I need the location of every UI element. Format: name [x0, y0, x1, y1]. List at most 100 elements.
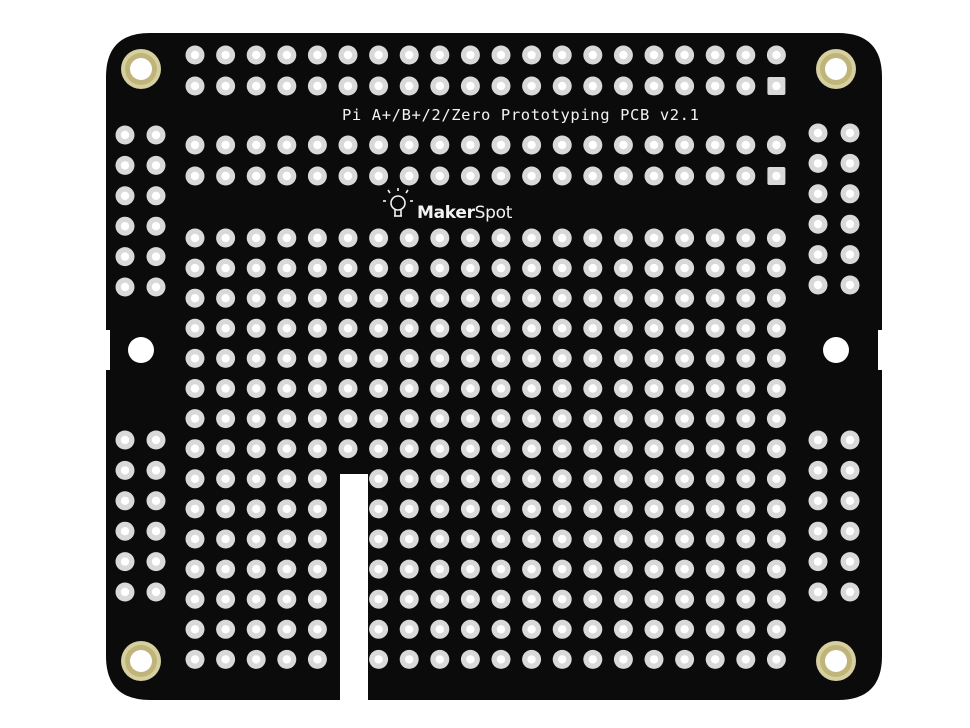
proto-pad	[460, 288, 480, 308]
side-pad	[808, 430, 828, 450]
proto-pad	[216, 258, 236, 278]
proto-pad	[430, 469, 450, 489]
proto-pad	[491, 348, 511, 368]
proto-pad	[675, 379, 695, 398]
gpio-pad	[552, 76, 572, 96]
header-pad	[491, 166, 511, 186]
proto-pad	[736, 529, 756, 549]
proto-pad	[277, 288, 297, 308]
gpio-pad	[675, 45, 695, 65]
header-pad	[277, 166, 297, 186]
side-pad	[840, 582, 860, 602]
header-pad	[736, 135, 756, 155]
brand-light: Spot	[474, 203, 513, 223]
side-pad	[840, 552, 860, 572]
proto-pad	[736, 348, 756, 368]
proto-pad	[216, 379, 236, 398]
gpio-pad	[369, 76, 389, 96]
proto-pad	[675, 318, 695, 338]
proto-pad	[552, 469, 572, 489]
proto-pad	[613, 439, 633, 459]
proto-pad	[216, 559, 236, 579]
gpio-pad	[185, 76, 205, 96]
side-pad	[840, 460, 860, 480]
proto-pad	[522, 439, 542, 459]
side-pad	[115, 155, 135, 175]
proto-pad	[246, 228, 266, 248]
side-notch-right	[878, 330, 884, 370]
proto-pad	[185, 529, 205, 549]
side-pad	[146, 125, 166, 145]
proto-pad	[583, 619, 603, 639]
gpio-pad	[307, 45, 327, 65]
header-pad	[369, 166, 389, 186]
proto-pad	[705, 469, 725, 489]
proto-pad	[338, 318, 358, 338]
proto-pad	[338, 288, 358, 308]
proto-pad	[644, 499, 664, 519]
proto-pad	[460, 348, 480, 368]
pin1-square-pad	[767, 77, 786, 95]
gpio-pad	[583, 45, 603, 65]
proto-pad	[277, 469, 297, 489]
proto-pad	[369, 258, 389, 278]
gpio-pad	[522, 45, 542, 65]
gpio-pad	[399, 45, 419, 65]
proto-pad	[522, 529, 542, 549]
proto-pad	[736, 318, 756, 338]
side-pad	[115, 460, 135, 480]
side-pad	[840, 123, 860, 143]
proto-pad	[766, 589, 786, 609]
proto-pad	[338, 409, 358, 429]
proto-pad	[522, 589, 542, 609]
proto-pad	[246, 589, 266, 609]
proto-pad	[613, 318, 633, 338]
gpio-pad	[583, 76, 603, 96]
side-pad	[146, 552, 166, 572]
proto-pad	[185, 348, 205, 368]
proto-pad	[705, 258, 725, 278]
proto-pad	[766, 559, 786, 579]
header-pad	[399, 166, 419, 186]
square-pad	[767, 167, 786, 185]
proto-pad	[216, 318, 236, 338]
proto-pad	[307, 529, 327, 549]
header-pad	[583, 135, 603, 155]
proto-pad	[675, 469, 695, 489]
proto-pad	[399, 499, 419, 519]
proto-pad	[766, 409, 786, 429]
header-pad	[522, 135, 542, 155]
header-pad	[185, 135, 205, 155]
proto-pad	[491, 258, 511, 278]
proto-pad	[766, 649, 786, 669]
header-pad	[736, 166, 756, 186]
proto-pad	[522, 379, 542, 398]
gpio-pad	[369, 45, 389, 65]
proto-pad	[277, 619, 297, 639]
proto-pad	[307, 619, 327, 639]
proto-pad	[736, 258, 756, 278]
proto-pad	[522, 258, 542, 278]
proto-pad	[246, 649, 266, 669]
proto-pad	[216, 348, 236, 368]
proto-pad	[246, 348, 266, 368]
header-pad	[675, 135, 695, 155]
side-pad	[115, 247, 135, 267]
header-pad	[675, 166, 695, 186]
proto-pad	[246, 619, 266, 639]
proto-pad	[307, 318, 327, 338]
proto-pad	[583, 228, 603, 248]
header-pad	[185, 166, 205, 186]
proto-pad	[552, 288, 572, 308]
header-pad	[246, 135, 266, 155]
proto-pad	[552, 499, 572, 519]
proto-pad	[430, 499, 450, 519]
proto-pad	[185, 649, 205, 669]
proto-pad	[277, 439, 297, 459]
proto-pad	[583, 649, 603, 669]
header-pad	[613, 135, 633, 155]
header-pad	[552, 166, 572, 186]
proto-pad	[216, 228, 236, 248]
proto-pad	[583, 318, 603, 338]
proto-pad	[522, 619, 542, 639]
